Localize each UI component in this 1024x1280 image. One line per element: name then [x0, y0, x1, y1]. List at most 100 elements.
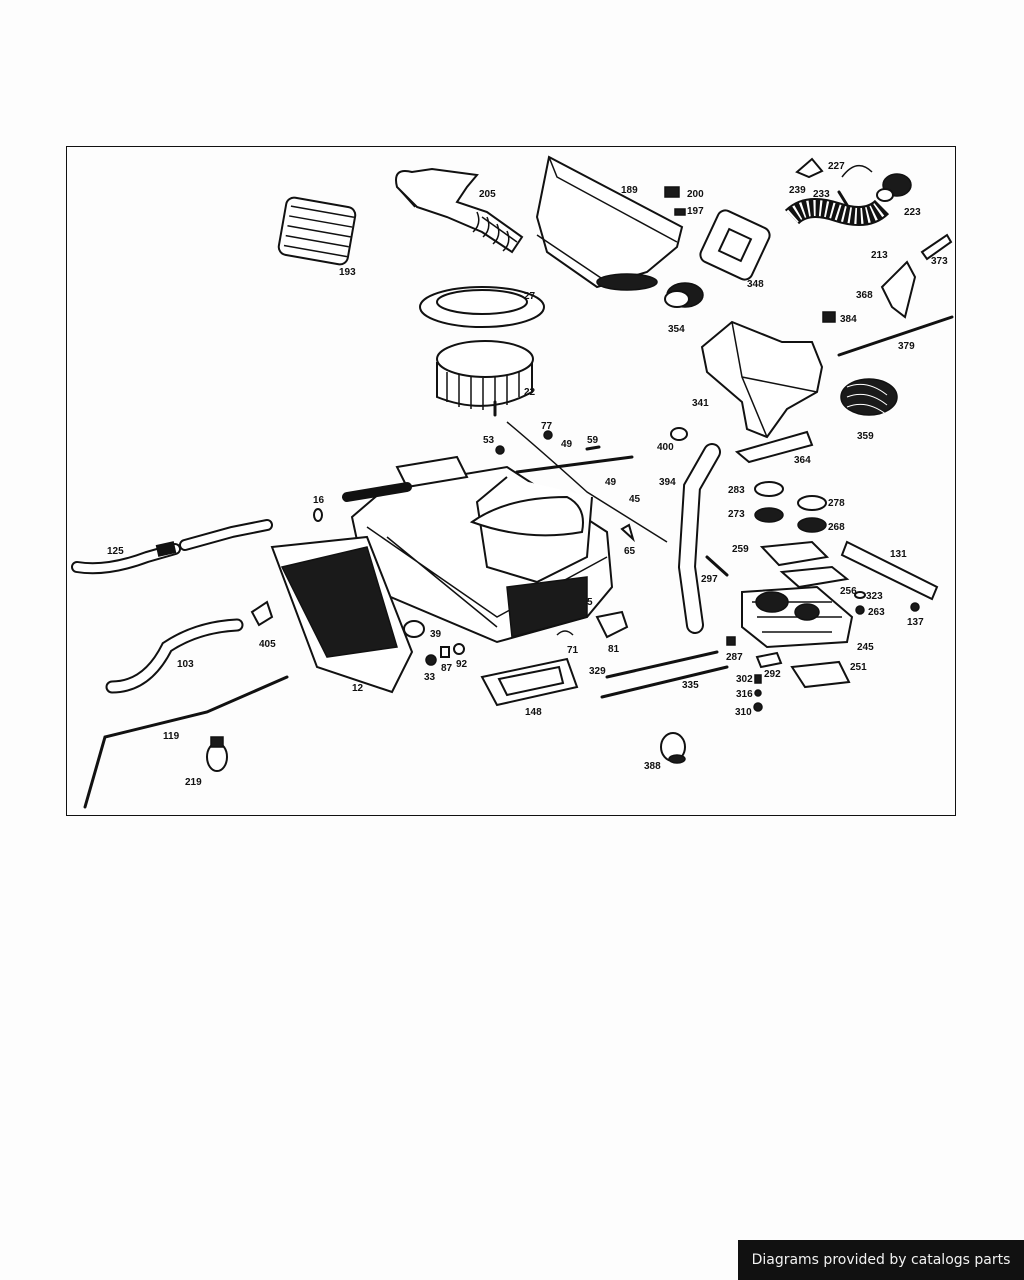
part-label: 379 — [898, 341, 915, 352]
part-219-knob — [206, 736, 228, 772]
part-label: 49 — [605, 477, 617, 488]
part-label: 193 — [339, 267, 356, 278]
part-label: 297 — [701, 574, 718, 585]
part-label: 71 — [567, 645, 579, 656]
part-label: 405 — [259, 639, 276, 650]
part-label: 273 — [728, 509, 745, 520]
part-27-ring — [419, 286, 545, 328]
part-33-nut — [425, 654, 437, 666]
part-label: 227 — [828, 161, 845, 172]
part-label: 263 — [868, 607, 885, 618]
part-label: 148 — [525, 707, 542, 718]
part-label: 368 — [856, 290, 873, 301]
part-283-ring — [754, 481, 784, 497]
part-335-rod — [600, 665, 729, 699]
part-263-nut — [855, 605, 865, 615]
part-label: 400 — [657, 442, 674, 453]
part-label: 359 — [857, 431, 874, 442]
part-323-clip — [854, 591, 866, 599]
part-400-clamp — [670, 427, 688, 441]
part-245-control-unit — [741, 585, 854, 649]
part-label: 16 — [313, 495, 325, 506]
part-251-flap — [790, 660, 851, 689]
part-223-hose-end — [876, 173, 912, 202]
part-233-screw — [837, 190, 849, 207]
part-label: 348 — [747, 279, 764, 290]
part-label: 39 — [430, 629, 442, 640]
part-119-cable — [83, 675, 289, 809]
part-label: 125 — [107, 546, 124, 557]
part-label: 364 — [794, 455, 811, 466]
part-341-housing — [700, 320, 824, 439]
part-394-pipe — [677, 443, 721, 634]
part-256-flap — [779, 565, 850, 589]
part-268-ring — [797, 517, 827, 533]
part-16-ring — [313, 508, 323, 522]
part-310-screw — [753, 702, 763, 712]
part-379-rod — [837, 315, 954, 357]
part-label: 388 — [644, 761, 661, 772]
part-12-heater-core — [270, 535, 414, 694]
part-label: 251 — [850, 662, 867, 673]
part-193-filter — [277, 196, 357, 266]
part-label: 87 — [441, 663, 453, 674]
part-label: 53 — [483, 435, 495, 446]
part-label: 287 — [726, 652, 743, 663]
part-label: 219 — [185, 777, 202, 788]
part-77-nut — [543, 430, 553, 440]
part-label: 283 — [728, 485, 745, 496]
part-148-gasket — [480, 657, 579, 707]
part-384-nut — [822, 311, 836, 323]
part-5-heater-box — [342, 455, 614, 644]
part-125-hose — [71, 541, 181, 575]
part-label: 233 — [813, 189, 830, 200]
part-label: 213 — [871, 250, 888, 261]
part-label: 278 — [828, 498, 845, 509]
part-label: 310 — [735, 707, 752, 718]
part-label: 131 — [890, 549, 907, 560]
part-359-hose — [840, 378, 898, 416]
part-200-clip — [664, 186, 680, 198]
part-364-plate — [734, 430, 814, 464]
part-label: 259 — [732, 544, 749, 555]
part-label: 341 — [692, 398, 709, 409]
part-label: 323 — [866, 591, 883, 602]
part-65-clip — [620, 523, 635, 543]
part-label: 92 — [456, 659, 468, 670]
part-label: 394 — [659, 477, 676, 488]
part-259-flap — [759, 540, 830, 567]
exploded-view-drawing: 205 189 200 197 227 239 233 223 193 213 … — [71, 155, 954, 809]
part-label: 189 — [621, 185, 638, 196]
part-label: 12 — [352, 683, 364, 694]
part-329-rod — [605, 650, 719, 679]
part-368-bracket — [880, 260, 917, 319]
part-label: 197 — [687, 206, 704, 217]
part-227-spring — [841, 164, 873, 178]
part-197-clip — [674, 208, 686, 216]
part-131-bracket-bar — [840, 540, 939, 601]
part-405-valve — [250, 600, 274, 627]
part-287-clip — [726, 636, 736, 646]
part-92-cap — [453, 643, 465, 655]
part-label: 49 — [561, 439, 573, 450]
part-label: 200 — [687, 189, 704, 200]
part-22-blower-wheel — [436, 340, 534, 417]
part-label: 329 — [589, 666, 606, 677]
part-label: 302 — [736, 674, 753, 685]
part-label: 65 — [624, 546, 636, 557]
credit-banner: Diagrams provided by catalogs parts — [738, 1240, 1024, 1280]
part-label: 33 — [424, 672, 436, 683]
part-label: 245 — [857, 642, 874, 653]
part-label: 59 — [587, 435, 599, 446]
part-label: 81 — [608, 644, 620, 655]
part-label: 77 — [541, 421, 553, 432]
part-316-washer — [754, 689, 762, 697]
part-103-hose — [105, 618, 244, 694]
part-273-ring — [754, 507, 784, 523]
part-label: 223 — [904, 207, 921, 218]
part-388-clamp — [660, 732, 686, 764]
part-49-rod — [515, 455, 634, 474]
part-label: 205 — [479, 189, 496, 200]
part-label: 45 — [629, 494, 641, 505]
part-45-cable — [506, 421, 668, 543]
